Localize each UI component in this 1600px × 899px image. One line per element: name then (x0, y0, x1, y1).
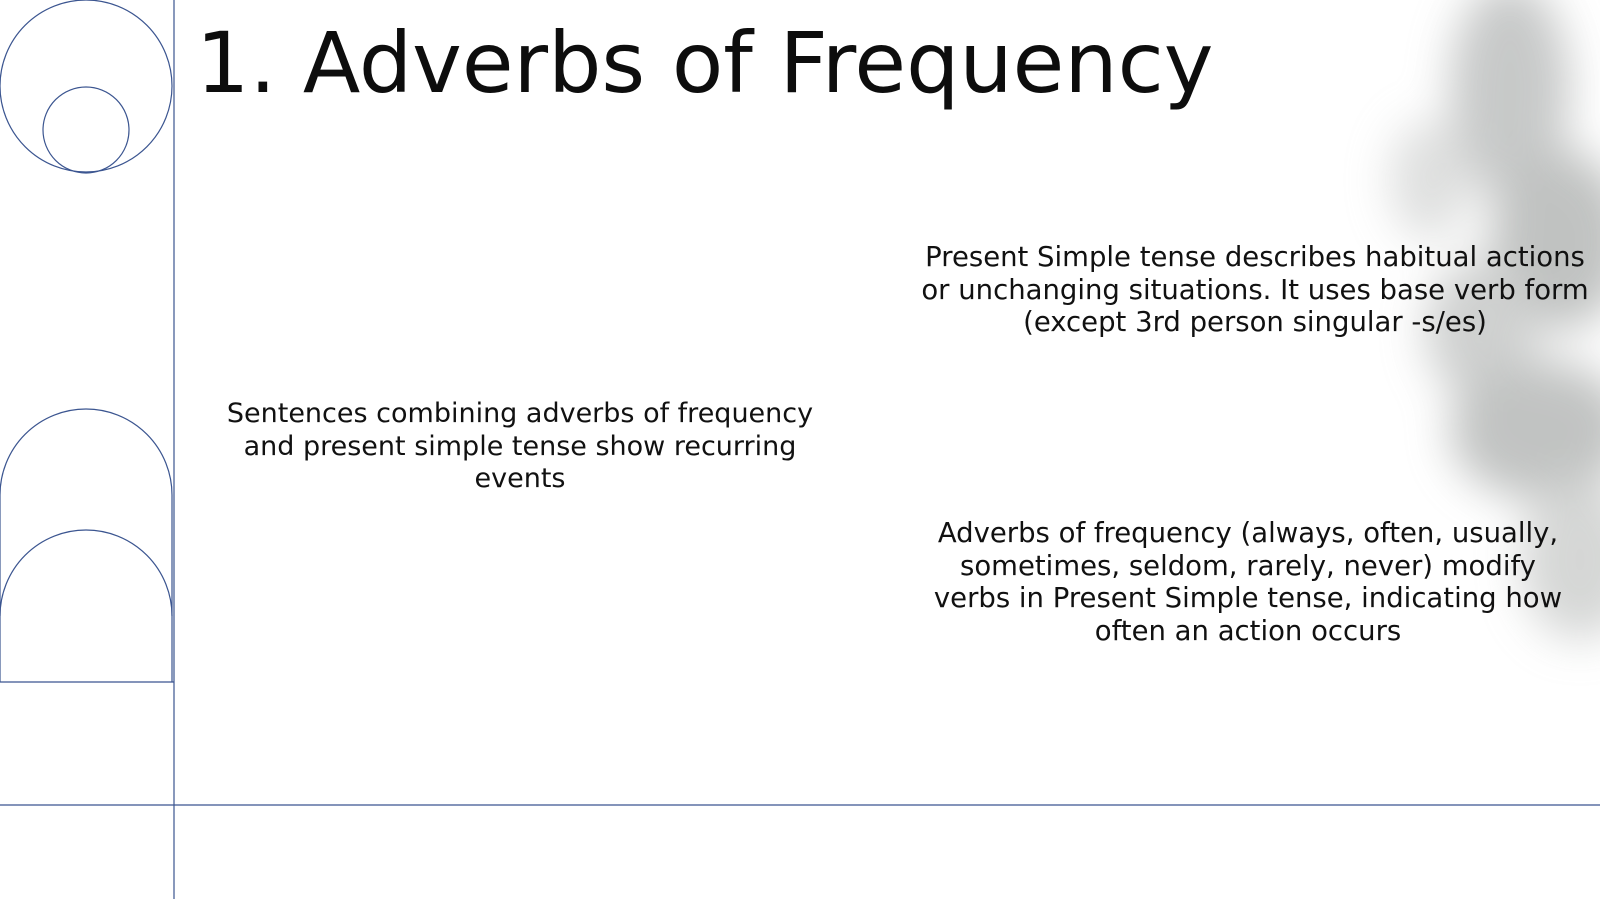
upper-arch-outline (0, 408, 173, 496)
lower-arch-outline (0, 529, 173, 617)
adverbs-list-text: Adverbs of frequency (always, often, usu… (933, 517, 1563, 647)
large-circle-outline (0, 0, 173, 173)
recurring-events-text: Sentences combining adverbs of frequency… (226, 398, 814, 494)
present-simple-text: Present Simple tense describes habitual … (921, 241, 1589, 338)
slide-title: 1. Adverbs of Frequency (196, 14, 1214, 112)
small-circle-outline (42, 86, 130, 174)
